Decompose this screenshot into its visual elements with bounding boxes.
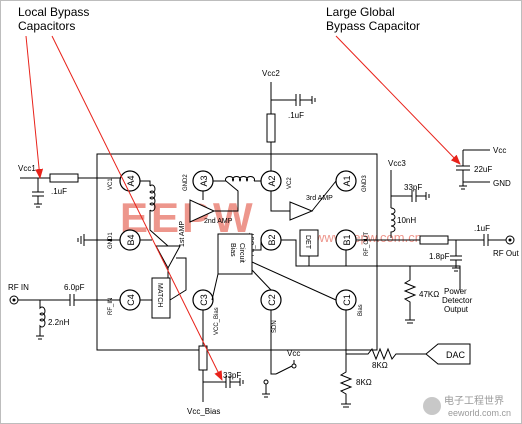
rf-in-network	[18, 294, 120, 340]
vcc-bias-network	[198, 310, 244, 402]
vcc1-label: Vcc1	[18, 164, 36, 173]
label: C4	[126, 294, 136, 306]
label: A3	[199, 175, 209, 186]
r-det-value: 47KΩ	[419, 290, 439, 299]
rf-in-label: RF IN	[8, 283, 29, 292]
local-bypass-line1: Local Bypass	[18, 5, 89, 19]
bias-circuit-block: Bias Circuit	[217, 233, 253, 275]
sdn-switch	[262, 310, 297, 398]
c-global-value: 22uF	[474, 165, 492, 174]
vcc-bias-label: Vcc_Bias	[187, 407, 220, 416]
label: Circuit	[238, 243, 245, 263]
pin-label-vc1: VC1	[108, 178, 114, 190]
global-bypass-network	[456, 149, 490, 190]
label: Bias	[229, 243, 236, 257]
pin-B4: B4	[119, 229, 141, 251]
pin-B2: B2	[260, 229, 282, 251]
rf-in-terminal	[9, 295, 19, 305]
r-dac1-value: 8KΩ	[372, 361, 388, 370]
label: A1	[342, 175, 352, 186]
inductor-internal-2	[225, 176, 255, 182]
vcc-right-label: Vcc	[493, 146, 506, 155]
pin-A4: A4	[119, 170, 141, 192]
inductor-internal-1	[149, 184, 156, 212]
c-bias-value: 33pF	[223, 371, 241, 380]
pin-label-rf-in: RF_IN	[108, 298, 114, 315]
large-global-line2: Bypass Capacitor	[326, 19, 420, 33]
pin-label-gnd3: GND3	[362, 175, 368, 192]
label: C1	[342, 294, 352, 306]
c-out-shunt-value: 1.8pF	[429, 252, 450, 261]
pin-A3: A3	[192, 170, 214, 192]
label: 3rd AMP	[306, 195, 333, 202]
eeworld-logo: 电子工程世界 eeworld.com.cn	[423, 394, 511, 418]
det-block: DET	[299, 229, 319, 257]
l-vcc3-value: 10nH	[397, 216, 416, 225]
ic-body	[96, 153, 378, 351]
label: B2	[267, 234, 277, 245]
vcc1-network	[20, 173, 120, 208]
arrow-local-1	[25, 35, 44, 179]
label: MATCH	[156, 283, 163, 307]
vcc2-network	[266, 82, 316, 171]
amp-2nd: 2nd AMP	[189, 199, 233, 225]
vcc3-network	[356, 170, 506, 272]
pin-B1: B1	[335, 229, 357, 251]
vcc3-label: Vcc3	[388, 159, 406, 168]
local-bypass-line2: Capacitors	[18, 19, 75, 33]
c-vcc3-value: 33pF	[404, 183, 422, 192]
label: B1	[342, 234, 352, 245]
pin-label-pl-out: PL_OUT	[250, 232, 256, 256]
gnd1-ground	[77, 234, 120, 246]
pin-C2: C2	[260, 289, 282, 311]
rf-out-terminal	[505, 235, 515, 245]
c-vcc2-value: .1uF	[288, 111, 304, 120]
dac-network	[339, 310, 471, 408]
match-block: MATCH	[151, 277, 171, 319]
amp-3rd: 3rd AMP	[289, 195, 333, 221]
c-in-value: 6.0pF	[64, 283, 85, 292]
power-det-line3: Output	[444, 305, 469, 314]
dac-label: DAC	[446, 350, 466, 360]
power-det-network	[281, 239, 461, 324]
gnd-label: GND	[493, 179, 511, 188]
pin-C3: C3	[192, 289, 214, 311]
label: DET	[304, 235, 311, 250]
pin-label-gnd2: GND2	[183, 174, 189, 191]
large-global-line1: Large Global	[326, 5, 395, 19]
pin-C1: C1	[335, 289, 357, 311]
power-det-line1: Power	[444, 287, 467, 296]
pin-A1: A1	[335, 170, 357, 192]
eeworld-logo-cn: 电子工程世界	[444, 394, 504, 407]
label: A2	[267, 175, 277, 186]
pin-label-vc2: VC2	[287, 177, 293, 189]
label: C2	[267, 294, 277, 306]
pin-label-rf-out: RF_OUT	[364, 232, 370, 256]
eeworld-logo-url: eeworld.com.cn	[448, 408, 511, 418]
label: 2nd AMP	[204, 218, 233, 225]
label: A4	[126, 175, 136, 186]
arrow-global	[335, 35, 461, 165]
arrow-local-2	[51, 35, 223, 381]
label: C3	[199, 294, 209, 306]
pin-A2: A2	[260, 170, 282, 192]
r-dac2-value: 8KΩ	[356, 378, 372, 387]
l-in-value: 2.2nH	[48, 318, 70, 327]
c-vcc1-value: .1uF	[51, 187, 67, 196]
label: B4	[126, 234, 136, 245]
rf-out-label: RF Out	[493, 249, 520, 258]
pin-C4: C4	[119, 289, 141, 311]
vcc2-label: Vcc2	[262, 69, 280, 78]
pin-label-bias: Bias	[358, 304, 364, 316]
c-out-value: .1uF	[474, 224, 490, 233]
pin-label-vcc-bias: VCC_Bias	[214, 307, 220, 335]
pin-label-sdn: SDN	[272, 320, 278, 333]
vcc-switch-label: Vcc	[287, 349, 300, 358]
label: 1st AMP	[179, 221, 186, 247]
power-det-line2: Detector	[442, 296, 473, 305]
